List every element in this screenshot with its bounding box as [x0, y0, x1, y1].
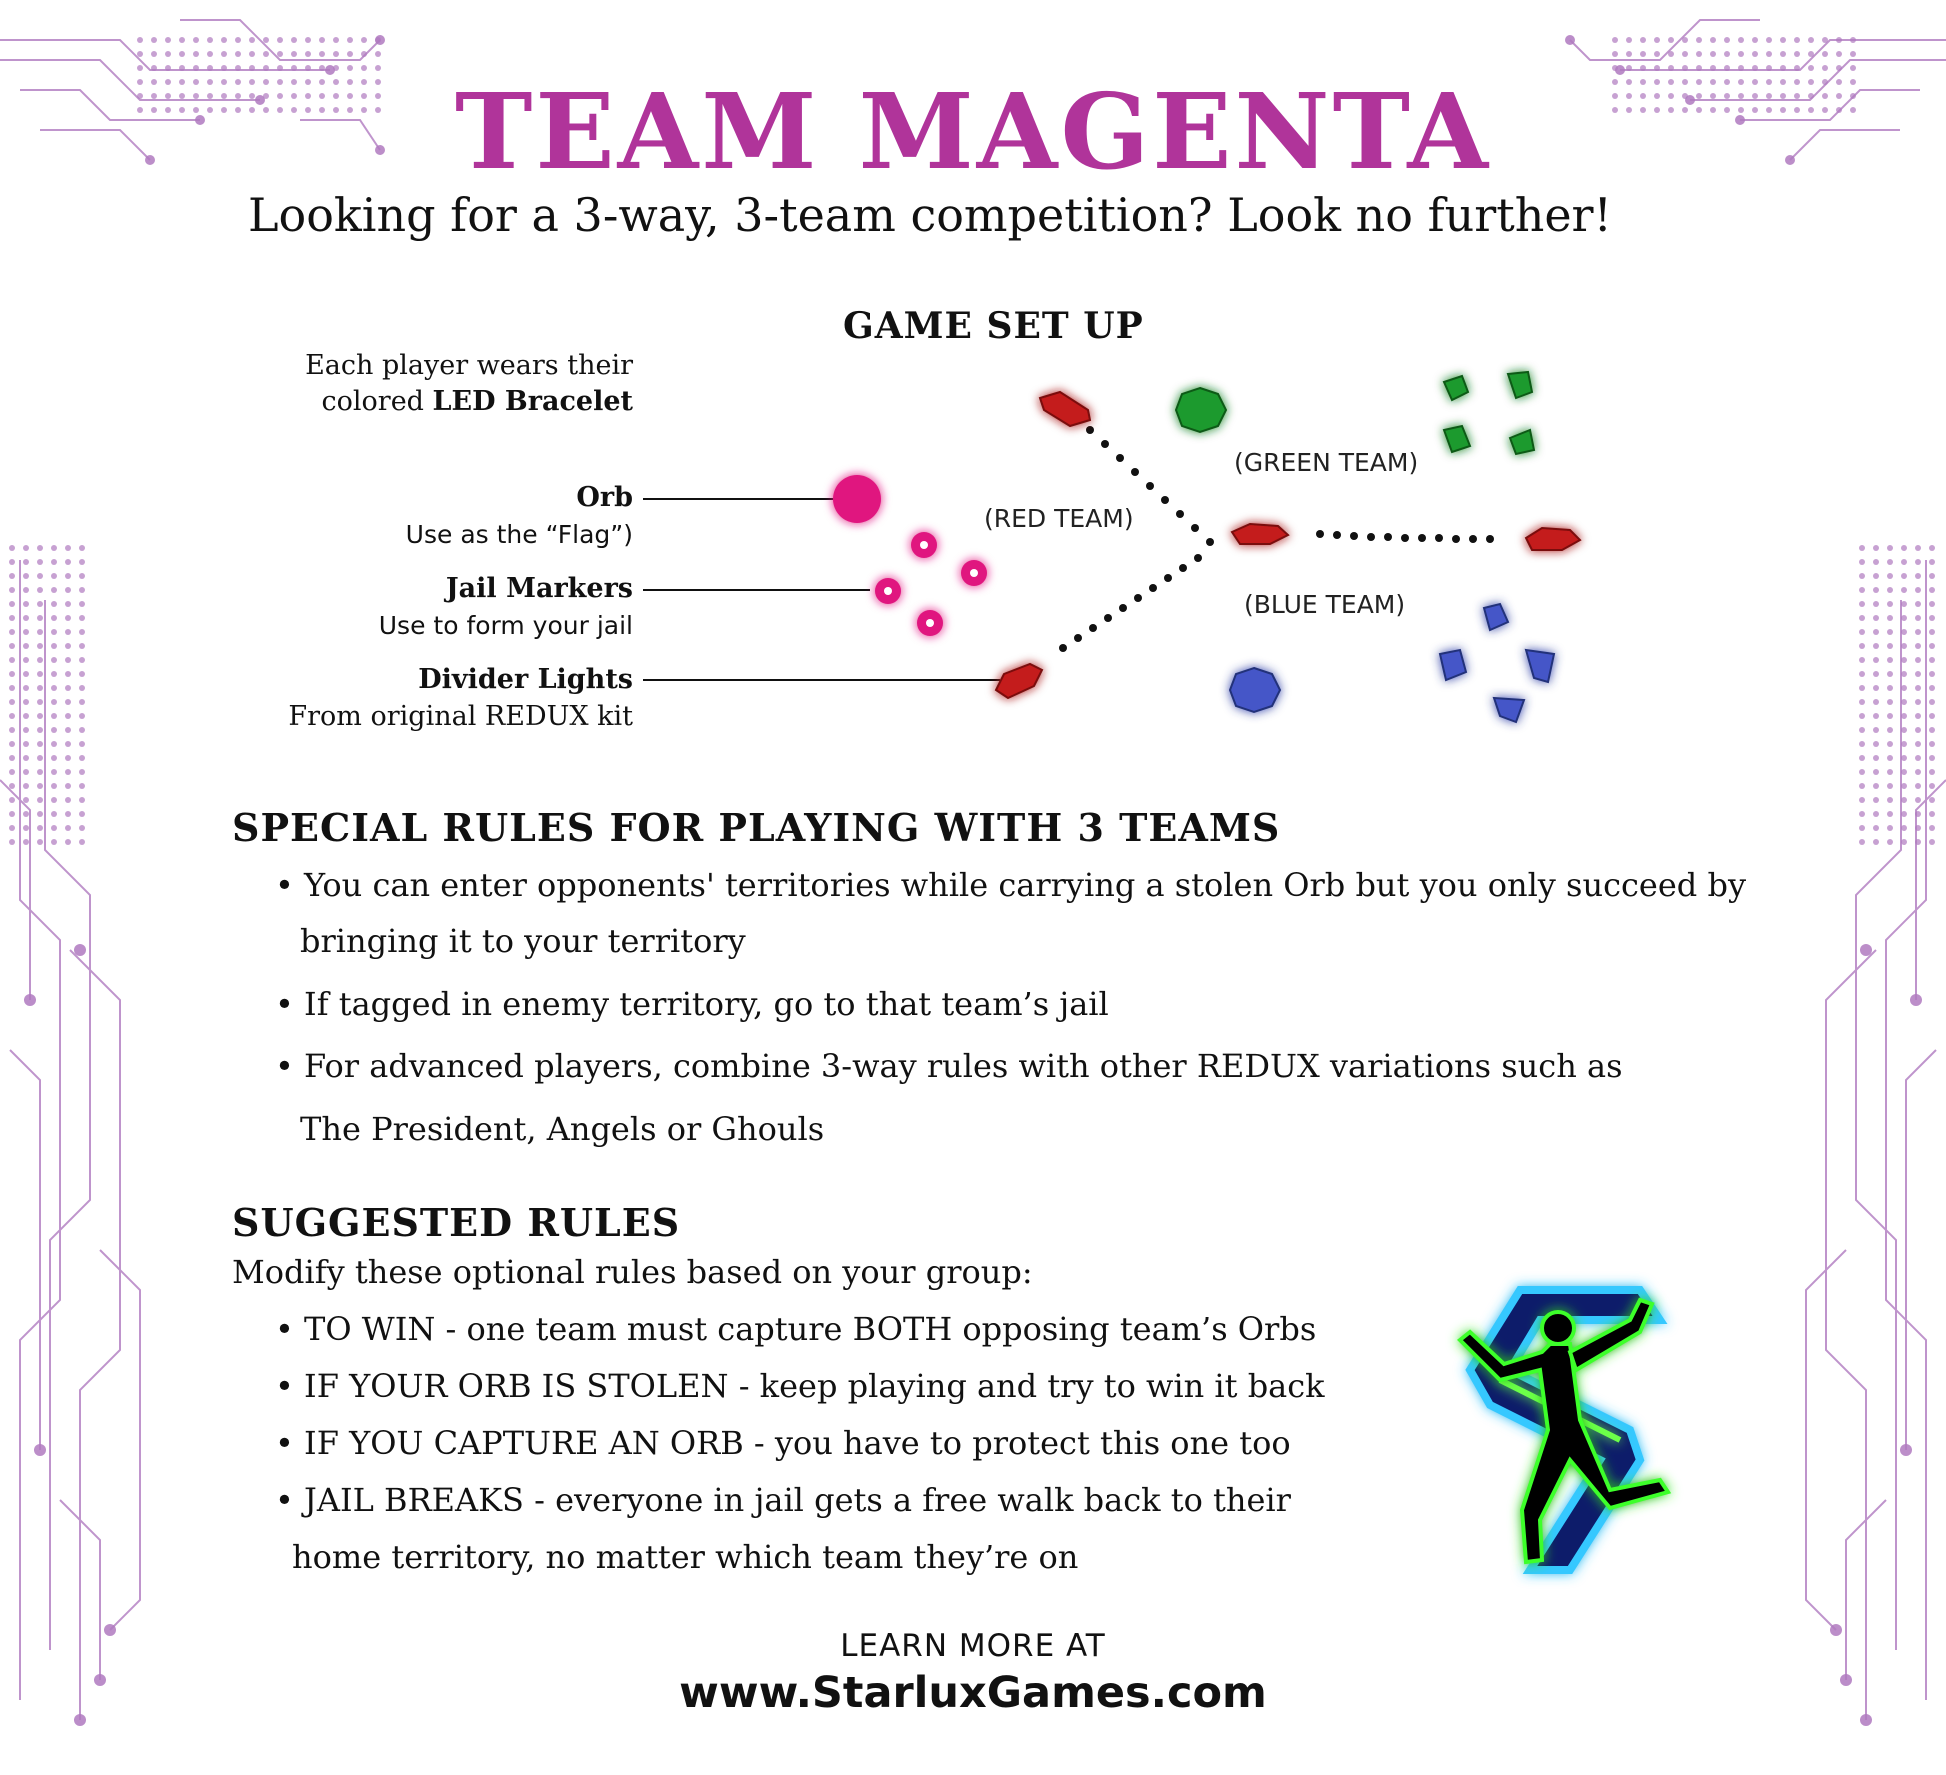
divider-desc: From original REDUX kit: [288, 701, 633, 732]
blue-jail-marker-icon: [1492, 696, 1526, 724]
special-rules-heading: SPECIAL RULES FOR PLAYING WITH 3 TEAMS: [232, 805, 1281, 850]
bracelet-label-line2: colored LED Bracelet: [322, 386, 633, 417]
green-jail-marker-icon: [1442, 374, 1470, 402]
suggested-rule-2: • IF YOUR ORB IS STOLEN - keep playing a…: [275, 1367, 1325, 1405]
suggested-rules-intro: Modify these optional rules based on you…: [232, 1253, 1033, 1291]
green-jail-marker-icon: [1508, 428, 1536, 456]
divider-light-icon: [994, 662, 1044, 700]
orb-desc: Use as the “Flag”): [405, 520, 633, 549]
setup-diagram: [643, 370, 1582, 724]
special-rule-3-line2: The President, Angels or Ghouls: [300, 1110, 825, 1148]
green-jail-marker-icon: [1442, 424, 1472, 454]
suggested-rules-heading: SUGGESTED RULES: [232, 1200, 681, 1245]
divider-light-icon: [1524, 526, 1582, 551]
green-orb-icon: [1174, 386, 1228, 434]
learn-more-label: LEARN MORE AT: [840, 1628, 1106, 1664]
bracelet-label-line1: Each player wears their: [305, 350, 633, 381]
blue-jail-marker-icon: [1438, 648, 1468, 682]
game-setup-heading: GAME SET UP: [843, 305, 1144, 347]
divider-label: Divider Lights: [418, 664, 633, 695]
suggested-rule-3: • IF YOU CAPTURE AN ORB - you have to pr…: [275, 1424, 1291, 1462]
divider-light-icon: [1230, 522, 1290, 545]
jail-desc: Use to form your jail: [378, 611, 633, 640]
divider-name: Divider Lights: [418, 664, 633, 695]
jail-label: Jail Markers: [446, 573, 633, 604]
orb-icon: [833, 475, 881, 523]
suggested-rule-4-line1: • JAIL BREAKS - everyone in jail gets a …: [275, 1481, 1291, 1519]
bracelet-label-bold: LED Bracelet: [432, 386, 633, 417]
website-link[interactable]: www.StarluxGames.com: [679, 1668, 1267, 1718]
blue-orb-icon: [1228, 666, 1282, 714]
bracelet-label-plain: colored: [321, 386, 433, 417]
page-subtitle: Looking for a 3-way, 3-team competition?…: [247, 188, 1613, 242]
jail-name: Jail Markers: [445, 573, 633, 604]
divider-light-icon: [1038, 390, 1092, 428]
green-team-label: (GREEN TEAM): [1234, 448, 1419, 477]
blue-team-label: (BLUE TEAM): [1244, 590, 1406, 619]
special-rule-3-line1: • For advanced players, combine 3-way ru…: [275, 1047, 1623, 1085]
suggested-rule-4-line2: home territory, no matter which team the…: [292, 1538, 1079, 1576]
orb-name: Orb: [576, 482, 633, 513]
blue-jail-marker-icon: [1524, 648, 1556, 684]
page-title: TEAM MAGENTA: [454, 70, 1492, 193]
red-team-label: (RED TEAM): [984, 504, 1134, 533]
special-rule-1-line1: • You can enter opponents' territories w…: [275, 866, 1747, 904]
special-rule-2: • If tagged in enemy territory, go to th…: [275, 985, 1109, 1023]
suggested-rule-1: • TO WIN - one team must capture BOTH op…: [275, 1310, 1317, 1348]
starlux-logo: [1457, 1286, 1672, 1574]
special-rule-1-line2: bringing it to your territory: [300, 922, 746, 960]
blue-jail-marker-icon: [1482, 602, 1510, 632]
green-jail-marker-icon: [1506, 370, 1534, 400]
orb-label: Orb: [576, 482, 633, 513]
